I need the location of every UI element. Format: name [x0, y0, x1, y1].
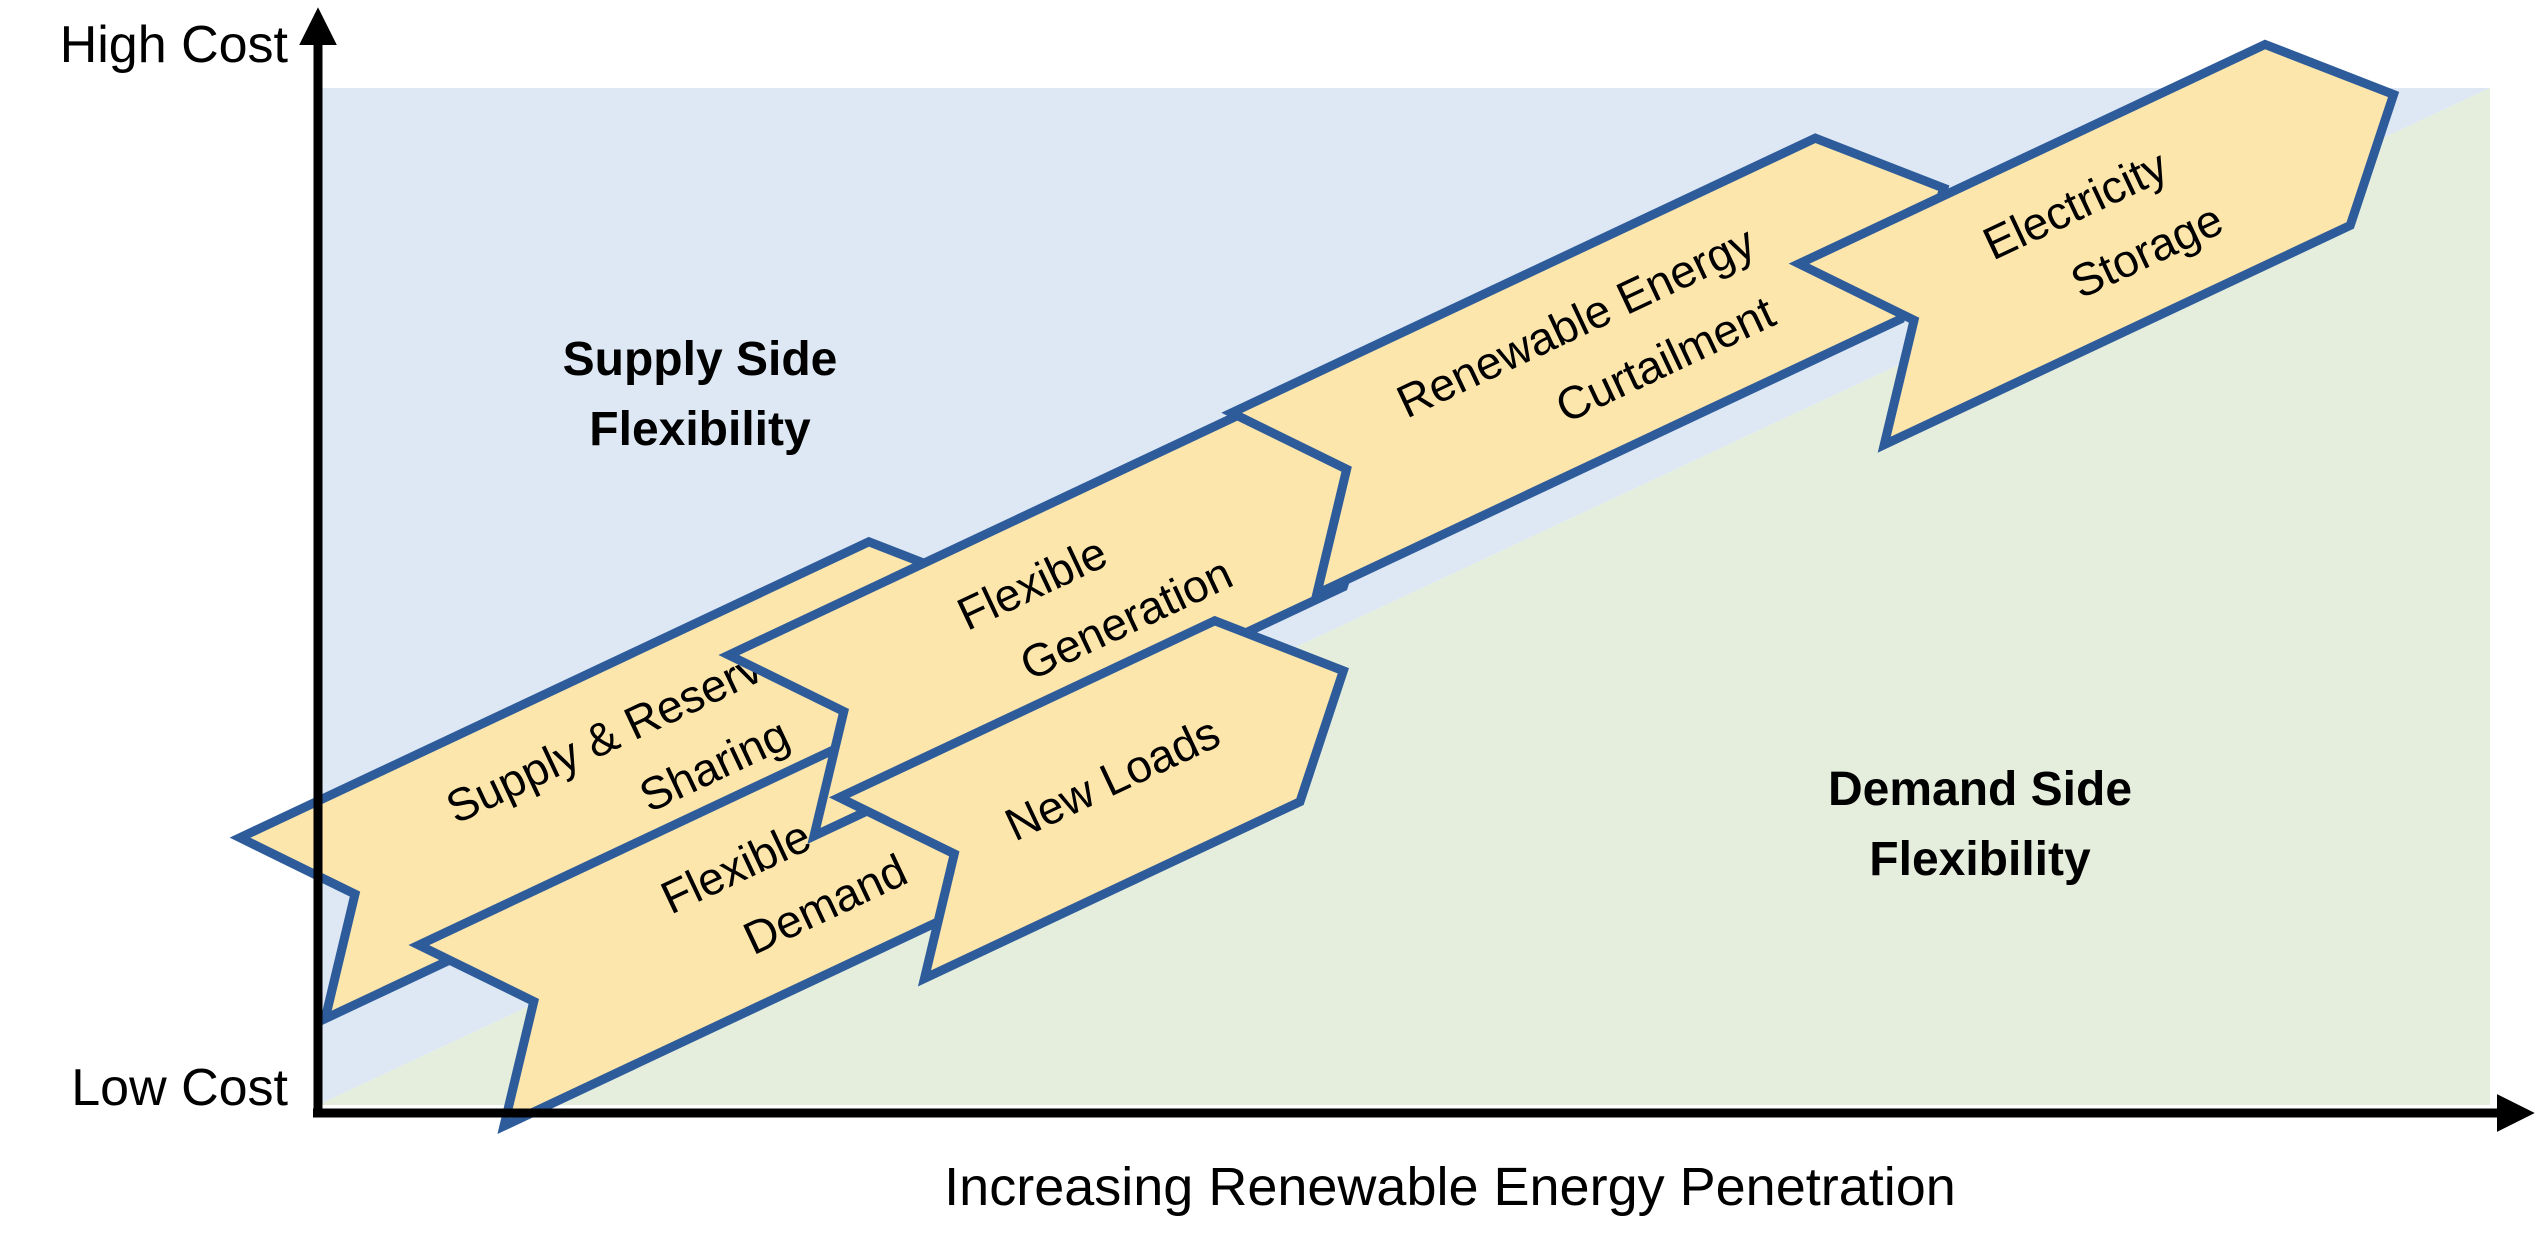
- arrow-electricity-storage[interactable]: Electricity Storage: [1788, 4, 2436, 453]
- arrow-shape: [828, 615, 1349, 987]
- axes: [299, 7, 2535, 1132]
- x-axis-title: Increasing Renewable Energy Penetration: [944, 1157, 1956, 1217]
- demand-side-label-line1: Demand Side: [1828, 763, 2132, 816]
- supply-side-label-line1: Supply Side: [563, 333, 838, 386]
- arrow-new-loads[interactable]: New Loads: [828, 580, 1386, 987]
- arrow-renewable-energy-curtailment[interactable]: Renewable Energy Curtailment: [1221, 98, 1987, 602]
- y-axis-low-cost-label: Low Cost: [71, 1059, 288, 1117]
- demand-side-label-line2: Flexibility: [1869, 833, 2091, 886]
- arrow-shape: [1788, 39, 2400, 453]
- supply-side-label-line2: Flexibility: [589, 403, 811, 456]
- region-labels: Supply Side Flexibility Demand Side Flex…: [563, 333, 2132, 886]
- arrow-shape: [1221, 133, 1950, 602]
- axis-labels: High Cost Low Cost Increasing Renewable …: [60, 16, 1956, 1217]
- flexibility-arrows: Supply & Reserve Sharing Flexible Demand…: [229, 4, 2436, 1135]
- y-axis-high-cost-label: High Cost: [60, 16, 289, 74]
